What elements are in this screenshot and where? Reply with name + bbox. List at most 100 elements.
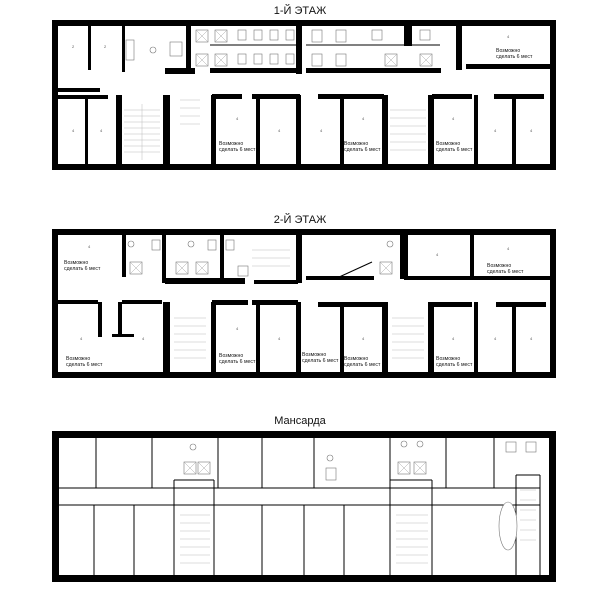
floor-2-partition	[340, 302, 344, 374]
floor-1-corridor-wall	[306, 68, 441, 73]
floor-2-partition	[428, 302, 434, 374]
floor-2-partition	[118, 302, 122, 337]
floor-2-partition	[400, 235, 408, 279]
attic-fixtures	[183, 440, 537, 551]
room-number: 4	[236, 116, 239, 121]
room-number: 4	[530, 336, 533, 341]
floor-2-stairs	[174, 249, 424, 359]
floor-1-partition	[256, 95, 260, 165]
floor-2-partition	[98, 302, 102, 337]
room-number: 4	[494, 128, 497, 133]
floor-1-partition	[474, 95, 478, 165]
floor-1-corridor-wall	[494, 94, 544, 99]
floor-1-corridor-wall	[58, 88, 100, 92]
floor-1-partition	[382, 95, 388, 165]
attic-stairs	[180, 489, 536, 564]
floor-2-partition	[512, 302, 516, 374]
floor-1-partition	[428, 95, 434, 165]
floor-2-partition	[163, 302, 170, 374]
room-number: 4	[278, 128, 281, 133]
floor-2-partition	[211, 302, 216, 374]
floor-1-wall-left	[52, 20, 58, 170]
room-number: 4	[236, 326, 239, 331]
floor-1-wall-right	[550, 20, 556, 170]
attic-wall-left	[52, 431, 59, 582]
floor-1-corridor-wall	[432, 94, 472, 99]
attic-plan: Мансарда	[52, 415, 556, 582]
floor-1-title: 1-Й ЭТАЖ	[274, 4, 327, 17]
room-number: 4	[278, 336, 281, 341]
floor-2-corridor-wall	[254, 280, 298, 284]
room-number: 4	[88, 244, 91, 249]
floor-1-corridor-wall	[58, 95, 108, 99]
floor-2-partition	[470, 235, 474, 277]
floor-2-corridor-wall	[122, 300, 162, 304]
floor-2-wall-left	[52, 229, 58, 378]
floor-2-corridor-wall	[496, 302, 546, 307]
room-number: 4	[100, 128, 103, 133]
floor-1-partition	[85, 95, 88, 165]
floor-2-wall-bottom	[52, 372, 556, 378]
floor-1-wall-bottom	[52, 164, 556, 170]
floor-1-corridor-wall	[318, 94, 384, 99]
floor-1-partition	[163, 95, 170, 165]
floor-1-partition	[186, 26, 191, 74]
floor-1-corridor-wall	[210, 68, 300, 73]
room-number: 4	[362, 116, 365, 121]
floor-2-partition	[122, 235, 126, 277]
room-number: 2	[104, 44, 107, 49]
floor-2-corridor-wall	[404, 276, 550, 280]
attic-wall-top	[52, 431, 556, 438]
room-number: 4	[494, 336, 497, 341]
floor-1-plan: 1-Й ЭТАЖ	[52, 4, 556, 170]
room-number: 4	[142, 336, 145, 341]
room-number: 4	[530, 128, 533, 133]
floor-1-partition	[116, 95, 122, 165]
room-number: 4	[507, 246, 510, 251]
floor-2-corridor-wall	[252, 300, 298, 305]
floor-1-bathroom-fixtures	[125, 29, 433, 67]
floor-2-corridor-wall	[318, 302, 384, 307]
floor-1-partition	[122, 26, 125, 72]
floor-2-bathroom-fixtures	[127, 239, 394, 277]
floor-1-partition	[211, 95, 216, 165]
floor-2-partition	[112, 334, 134, 337]
floor-2-corridor-wall	[432, 302, 472, 307]
room-number: 4	[452, 116, 455, 121]
floor-2-wall-top	[52, 229, 556, 235]
floor-2-corridor-wall	[306, 276, 374, 280]
room-number: 4	[436, 252, 439, 257]
floor-1-partition	[456, 20, 462, 70]
floor-1-corridor-wall	[252, 94, 300, 99]
floor-1-corridor-wall	[212, 94, 242, 99]
floor-2-corridor-wall	[58, 300, 98, 304]
floor-2-plan: 2-Й ЭТАЖ	[52, 213, 556, 378]
floor-2-partition	[220, 235, 224, 283]
floor-2-wall-right	[550, 229, 556, 378]
room-number: 4	[80, 336, 83, 341]
floor-1-partition	[88, 26, 91, 70]
floor-2-partition	[474, 302, 478, 374]
attic-title: Мансарда	[274, 415, 326, 427]
attic-wall-right	[549, 431, 556, 582]
floor-2-room-numbers: 4 4 4 4 4 4 4 4 4 4 4	[80, 244, 533, 341]
floor-1-wall-top	[52, 20, 556, 26]
floor-2-title: 2-Й ЭТАЖ	[274, 213, 327, 226]
floor-1-corridor-wall	[466, 64, 550, 69]
room-number: 4	[72, 128, 75, 133]
room-number: 4	[320, 128, 323, 133]
floor-1-stairs	[124, 99, 426, 160]
floor-2-partition	[296, 235, 302, 283]
